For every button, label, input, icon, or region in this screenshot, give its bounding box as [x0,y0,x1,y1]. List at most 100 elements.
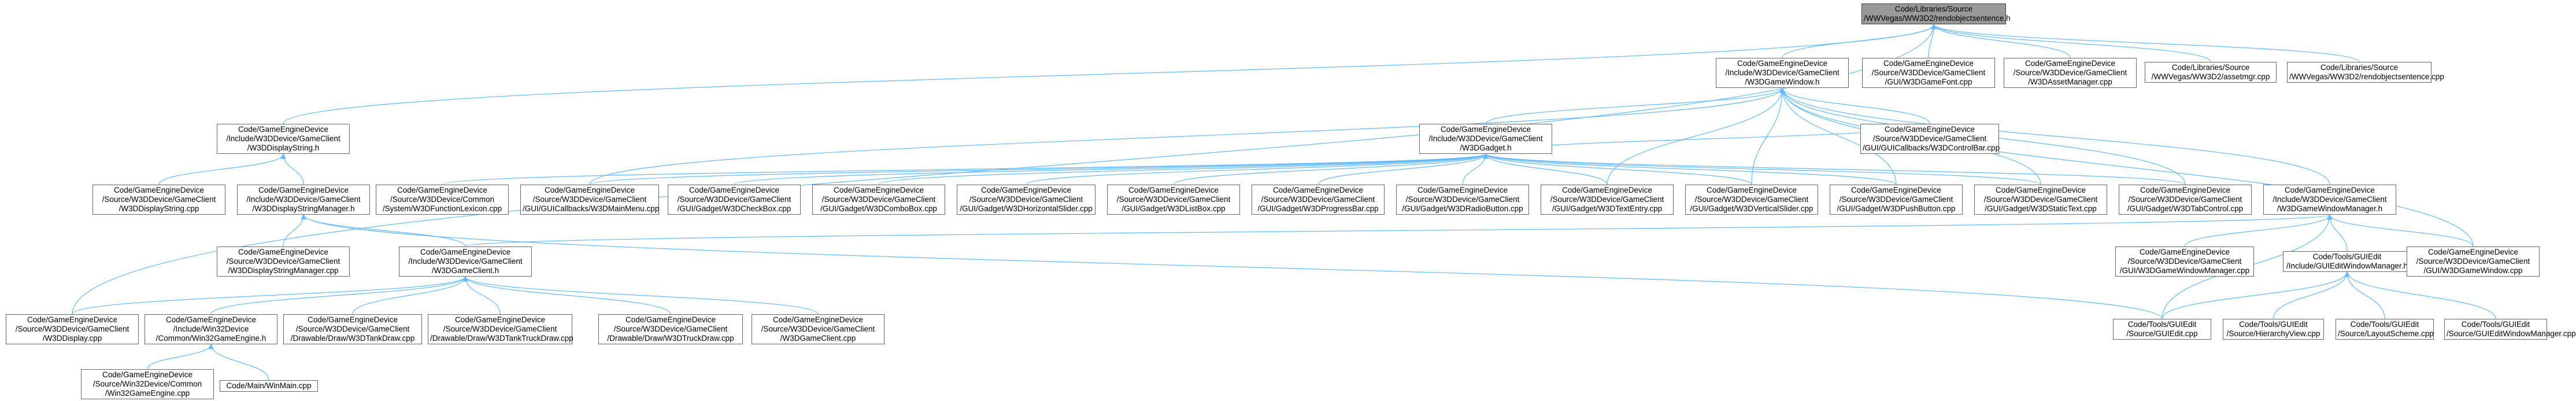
node-label-line: /Source/W3DDevice/GameClient [443,325,557,333]
node-label-line: /Source/W3DDevice/GameClient [226,257,340,266]
graph-node-pushbutton-cpp[interactable]: Code/GameEngineDevice/Source/W3DDevice/G… [1830,185,1963,215]
graph-node-dsmanager-h[interactable]: Code/GameEngineDevice/Include/W3DDevice/… [237,185,370,215]
graph-node-guiedit-wm-h[interactable]: Code/Tools/GUIEdit/Include/GUIEditWindow… [2283,251,2411,272]
node-label-line: /Include/GUIEditWindowManager.h [2286,262,2408,270]
node-label-line: /Source/W3DDevice/Common [390,195,495,204]
node-label-line: /Source/W3DDevice/GameClient [15,325,129,333]
node-label-line: Code/Libraries/Source [1894,5,1973,13]
graph-node-statictext-cpp[interactable]: Code/GameEngineDevice/Source/W3DDevice/G… [1974,185,2107,215]
graph-node-gamewindow-h[interactable]: Code/GameEngineDevice/Include/W3DDevice/… [1716,58,1849,88]
graph-node-gamefont-cpp[interactable]: Code/GameEngineDevice/Source/W3DDevice/G… [1862,58,1995,88]
graph-node-mainmenu-cpp[interactable]: Code/GameEngineDevice/Source/W3DDevice/G… [520,185,659,215]
graph-node-hslider-cpp[interactable]: Code/GameEngineDevice/Source/W3DDevice/G… [957,185,1095,215]
graph-node-assetmanager-cpp[interactable]: Code/GameEngineDevice/Source/W3DDevice/G… [2004,58,2137,88]
node-label-line: /Source/W3DDevice/GameClient [1871,68,1986,77]
edge-hierarchyview-cpp-to-guiedit-wm-h [2272,271,2350,319]
node-label-line: /Include/W3DDevice/GameClient [2272,195,2387,204]
graph-node-gameclient-h[interactable]: Code/GameEngineDevice/Include/W3DDevice/… [399,247,532,277]
node-label-line: /Drawable/Draw/W3DTankTruckDraw.cpp [430,334,573,343]
graph-node-controlbar-cpp[interactable]: Code/GameEngineDevice/Source/W3DDevice/G… [1860,124,2000,154]
graph-node-gamewindow-cpp[interactable]: Code/GameEngineDevice/Source/W3DDevice/G… [2407,247,2540,277]
node-label-line: Code/Tools/GUIEdit [2312,252,2382,261]
graph-node-layoutscheme-cpp[interactable]: Code/Tools/GUIEdit/Source/LayoutScheme.c… [2336,319,2434,340]
graph-node-gameclient-cpp[interactable]: Code/GameEngineDevice/Source/W3DDevice/G… [752,314,884,344]
edge-gamewindow-cpp-to-gwmanager-h [2327,214,2474,247]
graph-node-checkbox-cpp[interactable]: Code/GameEngineDevice/Source/W3DDevice/G… [668,185,801,215]
node-label-line: /Source/GUIEditWindowManager.cpp [2447,329,2576,338]
edge-functionlexicon-cpp-to-gadget-h [442,153,1489,185]
edge-gameclient-h-to-dsmanager-h [301,214,466,247]
node-label-line: Code/GameEngineDevice [420,248,511,256]
graph-node-tanktruckdraw-cpp[interactable]: Code/GameEngineDevice/Source/W3DDevice/G… [428,314,573,344]
graph-node-guiedit-wm-cpp[interactable]: Code/Tools/GUIEdit/Source/GUIEditWindowM… [2444,319,2576,340]
node-label-line: Code/GameEngineDevice [2024,59,2116,68]
graph-node-radiobutton-cpp[interactable]: Code/GameEngineDevice/Source/W3DDevice/G… [1396,185,1529,215]
graph-node-gwmanager-cpp[interactable]: Code/GameEngineDevice/Source/W3DDevice/G… [2115,247,2254,277]
edge-display-cpp-to-root [72,24,1937,315]
node-label-line: /Source/W3DDevice/GameClient [1983,195,2098,204]
graph-node-display-cpp[interactable]: Code/GameEngineDevice/Source/W3DDevice/G… [6,314,139,344]
node-label-line: Code/GameEngineDevice [1995,186,2086,194]
graph-node-listbox-cpp[interactable]: Code/GameEngineDevice/Source/W3DDevice/G… [1107,185,1240,215]
node-label-line: /Source/GUIEdit.cpp [2126,329,2198,338]
graph-node-win32gameengine-h[interactable]: Code/GameEngineDevice/Include/Win32Devic… [145,314,277,344]
edge-vslider-cpp-to-gadget-h [1483,153,1752,185]
graph-node-dsmanager-cpp[interactable]: Code/GameEngineDevice/Source/W3DDevice/G… [217,247,350,277]
graph-node-winmain-cpp[interactable]: Code/Main/WinMain.cpp [220,380,318,392]
graph-node-gwmanager-h[interactable]: Code/GameEngineDevice/Include/W3DDevice/… [2263,185,2396,215]
node-label-line: /Source/W3DDevice/GameClient [102,195,216,204]
edge-guiedit-wm-cpp-to-guiedit-wm-h [2344,271,2496,319]
node-label-line: /Common/Win32GameEngine.h [156,334,267,343]
graph-node-progressbar-cpp[interactable]: Code/GameEngineDevice/Source/W3DDevice/G… [1252,185,1385,215]
graph-node-textentry-cpp[interactable]: Code/GameEngineDevice/Source/W3DDevice/G… [1541,185,1674,215]
node-label-line: Code/GameEngineDevice [2427,248,2519,256]
node-label-line: /GUI/Gadget/W3DTabControl.cpp [2127,204,2244,213]
node-label-line: /W3DGameClient.cpp [780,334,856,343]
node-label-line: /W3DDisplayStringManager.h [252,204,355,213]
node-label-line: /Source/LayoutScheme.cpp [2338,329,2434,338]
graph-node-truckdraw-cpp[interactable]: Code/GameEngineDevice/Source/W3DDevice/G… [598,314,743,344]
node-label-line: /Source/W3DDevice/GameClient [2128,195,2242,204]
node-label-line: /Source/W3DDevice/GameClient [677,195,791,204]
edge-combobox-cpp-to-gadget-h [878,153,1489,185]
graph-node-rendobj-cpp[interactable]: Code/Libraries/Source/WWVegas/WW3D2/rend… [2287,62,2444,83]
node-label-line: /Source/W3DDevice/GameClient [1405,195,1520,204]
node-label-line: /Source/W3DDevice/GameClient [1694,195,1809,204]
graph-node-functionlexicon-cpp[interactable]: Code/GameEngineDevice/Source/W3DDevice/C… [376,185,509,215]
node-label-line: Code/Libraries/Source [2171,63,2250,72]
graph-node-hierarchyview-cpp[interactable]: Code/Tools/GUIEdit/Source/HierarchyView.… [2223,319,2324,340]
node-label-line: Code/GameEngineDevice [1884,125,1975,134]
graph-node-assetmgr-cpp[interactable]: Code/Libraries/Source/WWVegas/WW3D2/asse… [2145,62,2277,83]
node-label-line: Code/GameEngineDevice [833,186,924,194]
edge-textentry-cpp-to-gamewindow-h [1607,87,1785,185]
node-label-line: /W3DDisplayString.h [247,144,320,152]
edge-hslider-cpp-to-gadget-h [1026,153,1489,185]
node-label-line: /Source/HierarchyView.cpp [2226,329,2320,338]
node-label-line: Code/GameEngineDevice [772,315,864,324]
node-label-line: Code/GameEngineDevice [2284,186,2375,194]
node-label-line: /W3DGameClient.h [431,266,499,275]
node-label-line: /Source/W3DDevice/GameClient [1550,195,1664,204]
graph-node-gadget-h[interactable]: Code/GameEngineDevice/Include/W3DDevice/… [1419,124,1552,154]
node-label-line: /GUI/GUICallbacks/W3DControlBar.cpp [1863,144,2000,152]
node-label-line: /GUI/Gadget/W3DTextEntry.cpp [1552,204,1663,213]
edge-guiedit-wm-h-to-gwmanager-h [2327,214,2348,252]
graph-node-displaystring-h[interactable]: Code/GameEngineDevice/Include/W3DDevice/… [217,124,350,154]
graph-node-win32gameengine-cpp[interactable]: Code/GameEngineDevice/Source/Win32Device… [81,369,214,399]
graph-node-vslider-cpp[interactable]: Code/GameEngineDevice/Source/W3DDevice/G… [1685,185,1818,215]
graph-node-root[interactable]: Code/Libraries/Source/WWVegas/WW3D2/rend… [1861,3,2011,24]
graph-node-tankdraw-cpp[interactable]: Code/GameEngineDevice/Source/W3DDevice/G… [283,314,422,344]
graph-node-tabcontrol-cpp[interactable]: Code/GameEngineDevice/Source/W3DDevice/G… [2119,185,2252,215]
node-label-line: Code/GameEngineDevice [113,186,205,194]
node-label-line: /Source/Win32Device/Common [92,380,202,388]
node-label-line: /GUI/Gadget/W3DComboBox.cpp [820,204,937,213]
edge-truckdraw-cpp-to-gameclient-h [462,276,671,315]
node-label-line: /Source/W3DDevice/GameClient [1839,195,1953,204]
node-label-line: /Include/W3DDevice/GameClient [226,134,340,143]
edge-statictext-cpp-to-gadget-h [1483,153,2041,185]
node-label-line: Code/Tools/GUIEdit [2127,320,2197,329]
graph-node-guiedit-cpp[interactable]: Code/Tools/GUIEdit/Source/GUIEdit.cpp [2113,319,2211,340]
graph-node-combobox-cpp[interactable]: Code/GameEngineDevice/Source/W3DDevice/G… [812,185,945,215]
graph-node-displaystring-cpp[interactable]: Code/GameEngineDevice/Source/W3DDevice/G… [92,185,225,215]
edge-assetmanager-cpp-to-root [1931,24,2071,58]
